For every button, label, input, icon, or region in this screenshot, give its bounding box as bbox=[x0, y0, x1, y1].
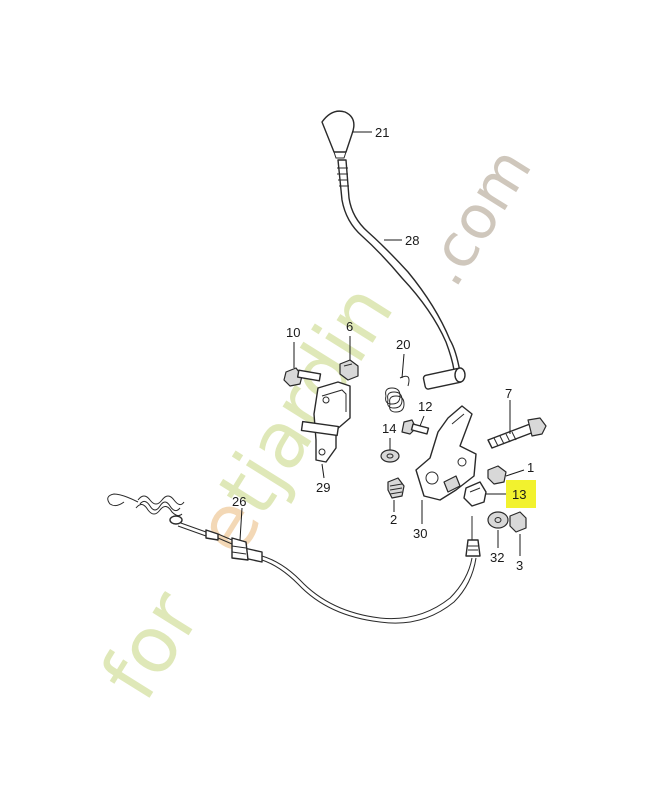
callout-20: 20 bbox=[396, 337, 410, 352]
highlight-box-13 bbox=[506, 480, 536, 508]
watermark-text-part4: .com bbox=[408, 136, 545, 298]
callout-3: 3 bbox=[516, 558, 523, 573]
part-20-spring bbox=[385, 375, 410, 413]
callout-6: 6 bbox=[346, 319, 353, 334]
watermark-text-part3: tjardin bbox=[202, 269, 412, 530]
cable-end-fitting bbox=[465, 516, 481, 557]
part-26-cable bbox=[107, 493, 477, 624]
part-2-spring bbox=[387, 477, 405, 499]
part-12-bolt bbox=[401, 419, 430, 435]
callouts: 21 28 10 6 20 12 7 14 1 13 2 30 32 3 29 … bbox=[232, 125, 536, 573]
part-13-clip bbox=[463, 481, 487, 507]
callout-7: 7 bbox=[505, 386, 512, 401]
callout-10: 10 bbox=[286, 325, 300, 340]
leader-lines bbox=[239, 131, 525, 556]
callout-13: 13 bbox=[512, 487, 526, 502]
part-28-lever-rod bbox=[337, 159, 466, 390]
part-29-bracket bbox=[300, 381, 351, 463]
part-32-washer bbox=[487, 511, 509, 529]
callout-2: 2 bbox=[390, 512, 397, 527]
part-30-arm-plate bbox=[415, 405, 477, 501]
callout-32: 32 bbox=[490, 550, 504, 565]
callout-29: 29 bbox=[316, 480, 330, 495]
part-14-washer bbox=[380, 449, 400, 463]
callout-26: 26 bbox=[232, 494, 246, 509]
callout-21: 21 bbox=[375, 125, 389, 140]
part-3-nut bbox=[509, 511, 527, 533]
callout-1: 1 bbox=[527, 460, 534, 475]
callout-14: 14 bbox=[382, 421, 396, 436]
part-7-bolt bbox=[487, 417, 547, 449]
callout-12: 12 bbox=[418, 399, 432, 414]
callout-30: 30 bbox=[413, 526, 427, 541]
part-1-nut bbox=[487, 465, 507, 485]
part-10-bolt bbox=[283, 367, 322, 387]
part-21-knob bbox=[321, 110, 355, 159]
callout-28: 28 bbox=[405, 233, 419, 248]
watermark-text-part1: for bbox=[85, 576, 219, 715]
